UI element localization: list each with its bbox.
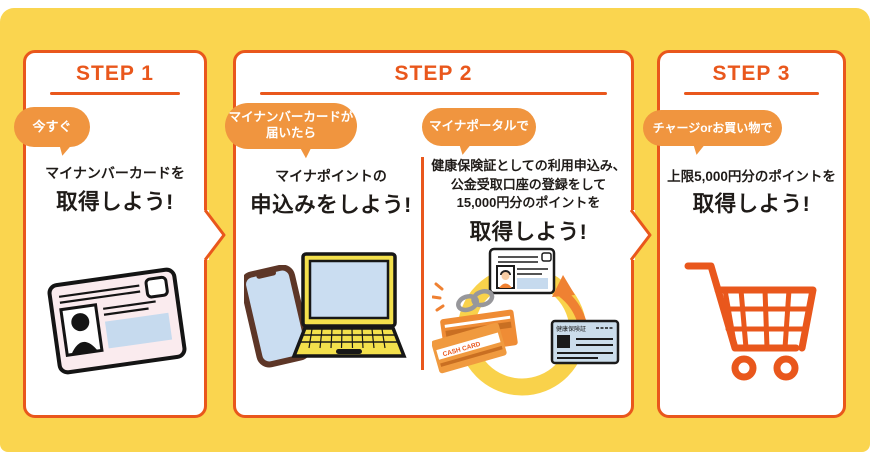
step2-right-line3: 15,000円分のポイントを <box>456 195 601 210</box>
step3-title: STEP 3 <box>712 62 791 85</box>
cash-cards: CASH CARD <box>432 309 518 374</box>
step1-title: STEP 1 <box>76 62 154 85</box>
step2-right-heading: 健康保険証としての利用申込み、 公金受取口座の登録をして 15,000円分のポイ… <box>428 157 629 246</box>
step2-right-bubble: マイナポータルで <box>422 108 536 146</box>
step3-bubble-text: チャージorお買い物で <box>652 120 773 135</box>
step2-left-bubble: マイナンバーカードが 届いたら <box>225 103 357 149</box>
step3-heading: 上限5,000円分のポイントを 取得しよう! <box>660 165 843 218</box>
step1-bubble: 今すぐ <box>14 107 90 147</box>
step1-heading-line2: 取得しよう! <box>56 190 174 214</box>
mynaportal-cycle-illustration: CASH CARD 健康保険証 <box>432 247 620 396</box>
step2-left-bubble-line2: 届いたら <box>265 126 316 140</box>
laptop-illustration <box>291 252 407 358</box>
mini-id-card <box>488 247 556 295</box>
step3-bubble: チャージorお買い物で <box>643 110 782 146</box>
chain-link-icon <box>456 289 495 313</box>
step2-left-heading: マイナポイントの 申込みをしよう! <box>238 166 424 219</box>
shopping-cart-icon <box>684 262 817 381</box>
step2-right-line2: 公金受取口座の登録をして <box>450 176 607 192</box>
step2-right-line1: 健康保険証としての利用申込み、 <box>431 158 626 173</box>
step2-title-underline <box>260 92 607 95</box>
smartphone-illustration <box>244 265 308 368</box>
step1-heading: マイナンバーカードを 取得しよう! <box>26 163 204 216</box>
step2-left-line2: 申込みをしよう! <box>250 193 412 217</box>
step2-left-bubble-line1: マイナンバーカードが <box>228 110 354 125</box>
step2-vertical-divider <box>421 157 424 370</box>
step2-title: STEP 2 <box>394 62 473 85</box>
step3-heading-line1: 上限5,000円分のポイントを <box>667 169 836 184</box>
step1-title-underline <box>50 92 180 95</box>
step3-card: STEP 3 上限5,000円分のポイントを 取得しよう! <box>657 50 846 418</box>
arrow-step2-to-step3-icon <box>630 209 652 261</box>
mynumber-card-illustration <box>47 267 187 375</box>
step1-card: STEP 1 マイナンバーカードを 取得しよう! <box>23 50 207 418</box>
health-card-label: 健康保険証 <box>556 325 586 333</box>
step3-title-underline <box>684 92 819 95</box>
step1-heading-line1: マイナンバーカードを <box>45 165 185 181</box>
arrow-step1-to-step2-icon <box>204 209 226 261</box>
step2-left-line1: マイナポイントの <box>275 168 387 184</box>
step3-heading-line2: 取得しよう! <box>692 192 811 216</box>
health-insurance-card: 健康保険証 <box>550 319 620 365</box>
step1-bubble-text: 今すぐ <box>32 118 72 134</box>
step2-right-bubble-text: マイナポータルで <box>429 119 529 134</box>
step2-right-line-bold: 取得しよう! <box>469 219 588 244</box>
